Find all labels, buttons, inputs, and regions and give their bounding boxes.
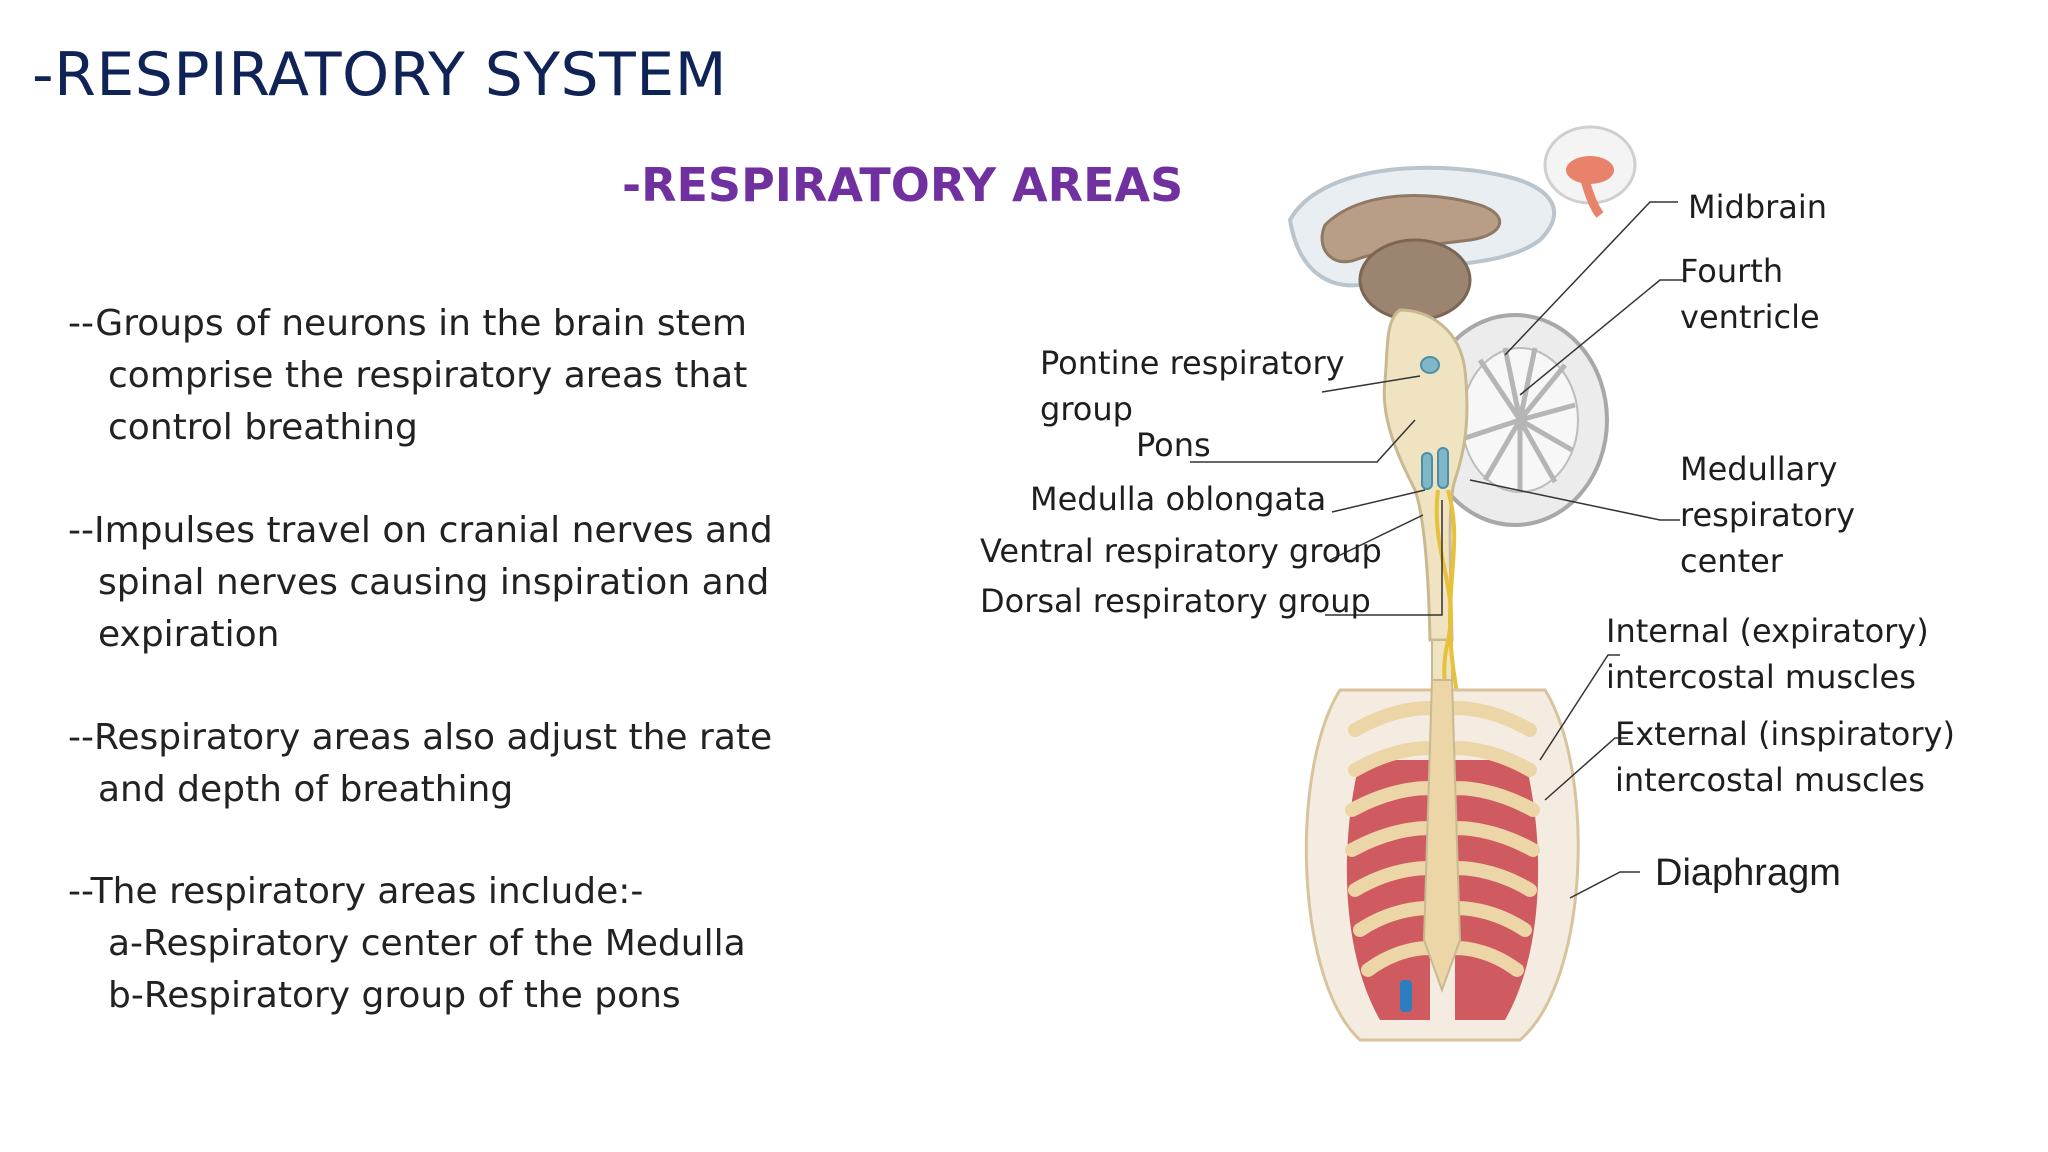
paragraph-areas-include: --The respiratory areas include:- a-Resp… — [68, 866, 746, 1022]
label-medulla-oblongata: Medulla oblongata — [1030, 480, 1327, 518]
label-line: Pontine respiratory — [1040, 344, 1345, 382]
body-line: control breathing — [108, 407, 418, 448]
body-line: --Impulses travel on cranial nerves and — [68, 510, 773, 551]
label-fourth-ventricle: Fourth ventricle — [1680, 248, 1820, 340]
label-line: respiratory — [1680, 496, 1855, 534]
label-line: intercostal muscles — [1615, 761, 1925, 799]
label-line: Fourth — [1680, 252, 1784, 290]
rib-cage-shape — [1304, 679, 1580, 1042]
label-line: intercostal muscles — [1606, 658, 1916, 696]
paragraph-rate-depth: --Respiratory areas also adjust the rate… — [68, 712, 772, 816]
body-line: --Respiratory areas also adjust the rate — [68, 717, 773, 758]
body-line: spinal nerves causing inspiration and — [98, 562, 770, 603]
cerebellum-shape — [1421, 313, 1609, 527]
body-line: --The respiratory areas include:- — [68, 871, 644, 912]
label-line: Medullary — [1680, 450, 1838, 488]
paragraph-impulses: --Impulses travel on cranial nerves and … — [68, 505, 773, 661]
label-internal-intercostal: Internal (expiratory) intercostal muscle… — [1606, 608, 1929, 700]
label-external-intercostal: External (inspiratory) intercostal muscl… — [1615, 711, 1955, 803]
body-line: expiration — [98, 614, 280, 655]
leader-lines — [1190, 201, 1684, 899]
body-line: --Groups of neurons in the brain stem — [68, 303, 747, 344]
label-line: ventricle — [1680, 298, 1820, 336]
label-midbrain: Midbrain — [1688, 188, 1828, 226]
anatomy-illustration — [1190, 125, 1684, 1042]
label-medullary-respiratory-center: Medullary respiratory center — [1680, 446, 1855, 584]
label-line: Internal (expiratory) — [1606, 612, 1929, 650]
body-line: a-Respiratory center of the Medulla — [108, 923, 746, 964]
body-line: b-Respiratory group of the pons — [108, 975, 681, 1016]
body-line: and depth of breathing — [98, 769, 514, 810]
label-pontine-respiratory-group: Pontine respiratory group — [1040, 340, 1345, 432]
slide-title: -RESPIRATORY SYSTEM — [32, 40, 727, 110]
label-ventral-respiratory-group: Ventral respiratory group — [980, 532, 1382, 570]
paragraph-neuron-groups: --Groups of neurons in the brain stem co… — [68, 298, 747, 454]
label-line: group — [1040, 390, 1133, 428]
head-inset-icon — [1543, 125, 1637, 218]
respiratory-areas-figure: Midbrain Fourth ventricle Pontine respir… — [960, 120, 2048, 1080]
label-pons: Pons — [1136, 426, 1211, 464]
label-line: External (inspiratory) — [1615, 715, 1955, 753]
label-line: center — [1680, 542, 1783, 580]
label-dorsal-respiratory-group: Dorsal respiratory group — [980, 582, 1371, 620]
label-diaphragm: Diaphragm — [1655, 852, 1841, 894]
body-line: comprise the respiratory areas that — [108, 355, 748, 396]
slide-subtitle: -RESPIRATORY AREAS — [622, 158, 1184, 212]
